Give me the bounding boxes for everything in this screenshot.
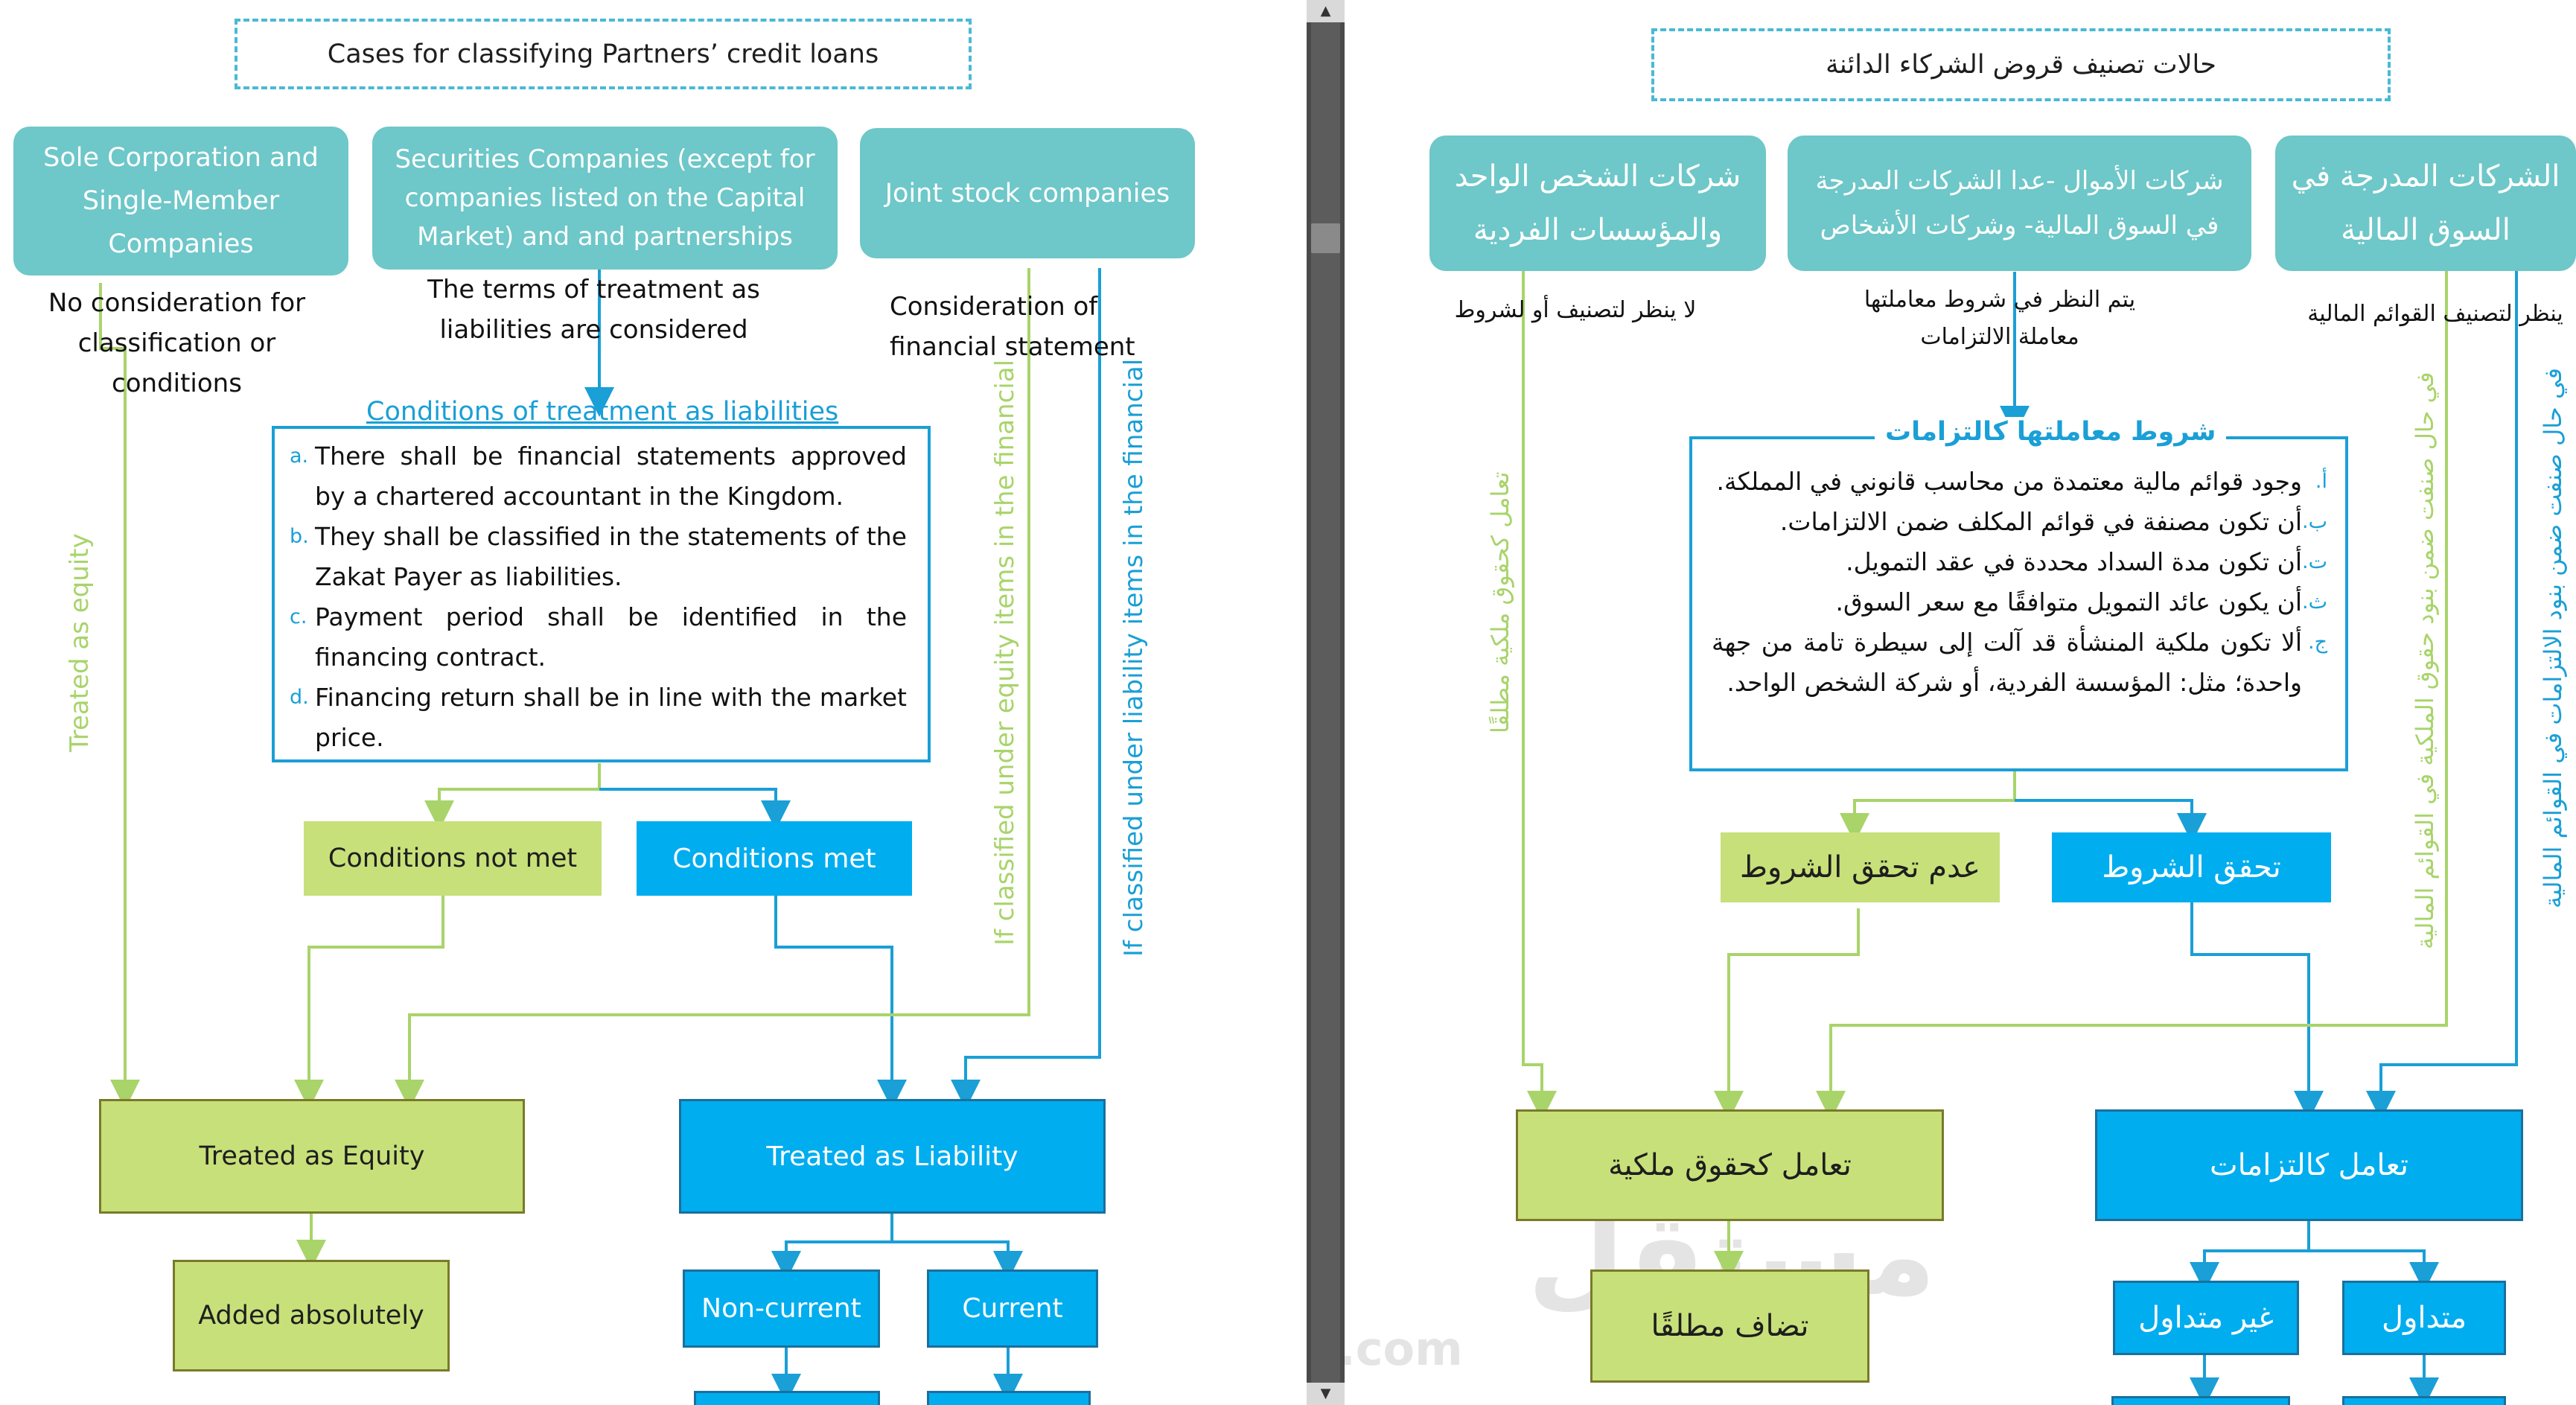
- diagram-title: Cases for classifying Partners’ credit l…: [235, 19, 972, 89]
- current-box-ar: متداول: [2342, 1281, 2506, 1355]
- condition-item: a.There shall be financial statements ap…: [290, 436, 907, 517]
- non-current-box-ar: غير متداول: [2113, 1281, 2299, 1355]
- if-equity-vertical-label-ar: في حال صنفت ضمن بنود حقوق الملكية في الق…: [2411, 372, 2439, 949]
- treated-as-liabilities-box-ar: تعامل كالتزامات: [2095, 1109, 2523, 1221]
- current-box: Current: [927, 1269, 1098, 1348]
- conditions-title-ar: شروط معاملتها كالتزامات: [1875, 417, 2226, 447]
- consideration-note: Consideration of financial statement: [890, 287, 1135, 367]
- scroll-down-icon[interactable]: ▼: [1307, 1383, 1345, 1405]
- condition-item: c.Payment period shall be identified in …: [290, 597, 907, 678]
- condition-item: b.They shall be classified in the statem…: [290, 517, 907, 597]
- securities-companies-header: Securities Companies (except for compani…: [372, 127, 838, 270]
- treated-as-liability-box: Treated as Liability: [679, 1099, 1106, 1214]
- conditions-not-met-box: Conditions not met: [304, 821, 602, 896]
- condition-item-ar: ب.أن تكون مصنفة في قوائم المكلف ضمن الال…: [1712, 502, 2327, 542]
- added-absolutely-box: Added absolutely: [173, 1260, 450, 1371]
- no-consideration-note: No consideration for classification or c…: [11, 283, 342, 404]
- if-equity-vertical-label: If classified under equity items in the …: [990, 360, 1020, 946]
- funds-note: يتم النظر في شروط معاملتها معاملة الالتز…: [1851, 281, 2149, 356]
- condition-item-ar: أ.وجود قوائم مالية معتمدة من محاسب قانون…: [1712, 462, 2327, 502]
- condition-item: d.Financing return shall be in line with…: [290, 678, 907, 758]
- english-diagram-panel: Cases for classifying Partners’ credit l…: [0, 0, 1307, 1405]
- treated-equity-vertical-label-ar: تعامل كحقوق ملكية مطلقًا: [1486, 471, 1514, 733]
- joint-stock-header: Joint stock companies: [860, 128, 1195, 258]
- conditions-met-box: Conditions met: [637, 821, 912, 896]
- condition-item-ar: ت.أن تكون مدة السداد محددة في عقد التموي…: [1712, 542, 2327, 582]
- non-current-box: Non-current: [683, 1269, 880, 1348]
- terms-note: The terms of treatment as liabilities ar…: [424, 270, 763, 350]
- single-person-header: شركات الشخص الواحد والمؤسسات الفردية: [1429, 136, 1766, 271]
- funds-companies-header: شركات الأموال -عدا الشركات المدرجة في ال…: [1788, 136, 2251, 271]
- listed-companies-header: الشركات المدرجة في السوق المالية: [2275, 136, 2576, 271]
- if-liability-vertical-label: If classified under liability items in t…: [1119, 359, 1149, 957]
- sole-corporation-header: Sole Corporation and Single-Member Compa…: [13, 127, 348, 275]
- arabic-diagram-panel: مستقل mostaql.com حالات تصنيف قروض الشرك…: [1345, 0, 2576, 1405]
- listed-note: ينظر لتصنيف القوائم المالية: [2298, 294, 2573, 334]
- treated-as-equity-vertical-label: Treated as equity: [65, 533, 95, 752]
- conditions-not-met-box-ar: عدم تحقق الشروط: [1721, 832, 2000, 902]
- current-sub-box-ar: [2342, 1396, 2506, 1405]
- non-current-sub-box-ar: [2111, 1396, 2290, 1405]
- treated-as-equity-box-ar: تعامل كحقوق ملكية: [1516, 1109, 1944, 1221]
- current-sub-box: [927, 1391, 1091, 1405]
- scroll-up-icon[interactable]: ▲: [1307, 0, 1345, 22]
- conditions-met-box-ar: تحقق الشروط: [2052, 832, 2331, 902]
- single-note: لا ينظر لتصنيف أو لشروط: [1441, 290, 1709, 331]
- conditions-box-ar: أ.وجود قوائم مالية معتمدة من محاسب قانون…: [1689, 436, 2348, 771]
- conditions-box: a.There shall be financial statements ap…: [272, 426, 931, 762]
- added-absolutely-box-ar: تضاف مطلقًا: [1590, 1269, 1869, 1383]
- condition-item-ar: ث.أن يكون عائد التمويل متوافقًا مع سعر ا…: [1712, 582, 2327, 622]
- if-liability-vertical-label-ar: في حال صنفت ضمن بنود الالتزامات في القوا…: [2539, 368, 2567, 908]
- scroll-thumb[interactable]: [1311, 223, 1340, 253]
- vertical-scrollbar[interactable]: ▲ ▼: [1307, 0, 1345, 1405]
- condition-item-ar: ج.ألا تكون ملكية المنشأة قد آلت إلى سيطر…: [1712, 622, 2327, 703]
- diagram-title-ar: حالات تصنيف قروض الشركاء الدائنة: [1651, 28, 2391, 101]
- conditions-title: Conditions of treatment as liabilities: [366, 397, 838, 427]
- treated-as-equity-box: Treated as Equity: [99, 1099, 525, 1214]
- non-current-sub-box: [694, 1391, 880, 1405]
